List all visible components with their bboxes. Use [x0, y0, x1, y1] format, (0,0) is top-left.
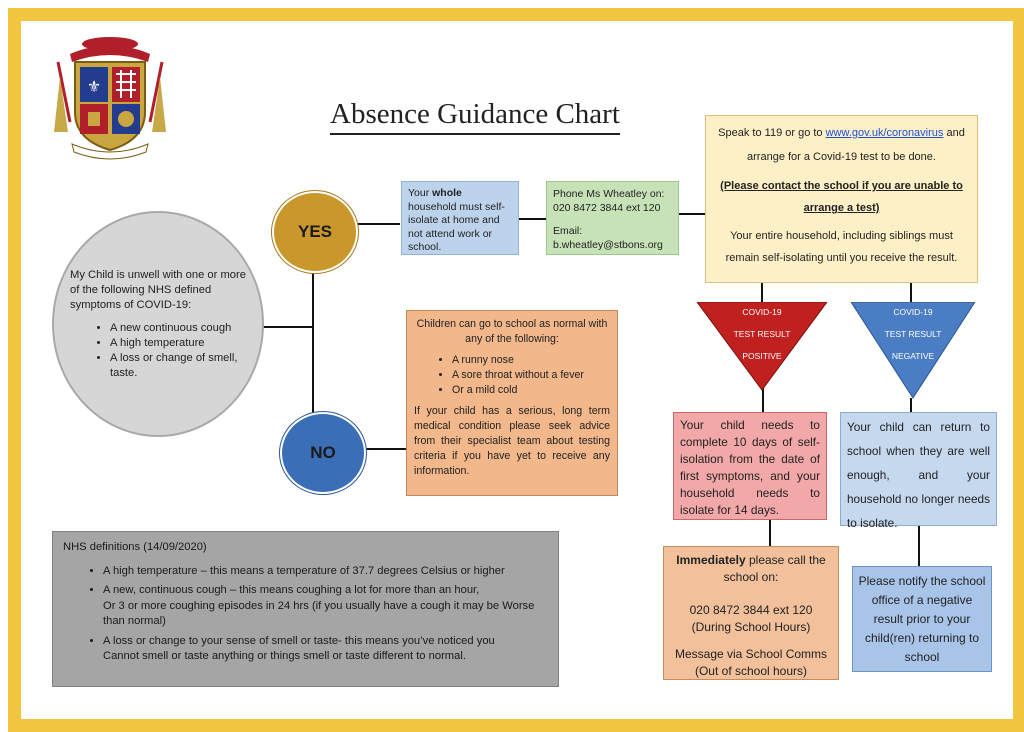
- household-isolate-note: Your entire household, including sibling…: [725, 230, 958, 264]
- positive-result-box: Your child needs to complete 10 days of …: [673, 412, 827, 520]
- household-text-post: household must self-isolate at home and …: [408, 200, 505, 254]
- phone-box: Phone Ms Wheatley on: 020 8472 3844 ext …: [546, 181, 679, 255]
- nhs-item-text: Or 3 or more coughing episodes in 24 hrs…: [103, 599, 535, 628]
- connector: [910, 398, 912, 412]
- negative-label-line: COVID-19: [893, 307, 933, 317]
- speak-text-post: and arrange for a Covid-19 test to be do…: [747, 127, 965, 163]
- connector: [679, 213, 705, 215]
- negative-result-box: Your child can return to school when the…: [840, 412, 997, 530]
- email-label: Email:: [553, 225, 583, 237]
- call-school-box: Immediately please call the school on: 0…: [663, 546, 839, 680]
- nhs-item: A loss or change to your sense of smell …: [103, 634, 548, 665]
- school-comms-note: Message via School Comms: [674, 647, 828, 661]
- negative-label-line: TEST RESULT: [884, 329, 942, 339]
- symptoms-circle: [52, 211, 264, 437]
- coronavirus-link[interactable]: www.gov.uk/coronavirus: [825, 127, 944, 139]
- email-address: b.wheatley@stbons.org: [553, 238, 663, 251]
- children-normal-box: Children can go to school as normal with…: [406, 310, 618, 496]
- symptom-item: A high temperature: [110, 336, 255, 351]
- symptom-item: A new continuous cough: [110, 321, 255, 336]
- school-phone-number: 020 8472 3844 ext 120: [689, 603, 813, 617]
- connector: [519, 218, 546, 220]
- children-item: Or a mild cold: [452, 383, 610, 398]
- connector: [252, 326, 312, 328]
- nhs-item: A high temperature – this means a temper…: [103, 564, 548, 580]
- phone-number: 020 8472 3844 ext 120: [553, 201, 661, 214]
- household-text-pre: Your: [408, 187, 433, 199]
- nhs-item-text: Cannot smell or taste anything or things…: [103, 650, 466, 662]
- school-hours-note: (During School Hours): [691, 620, 811, 634]
- connector: [910, 283, 912, 303]
- symptoms-list: A new continuous cough A high temperatur…: [70, 321, 255, 381]
- household-text-bold: whole: [432, 187, 462, 199]
- connector: [362, 448, 406, 450]
- negative-triangle-label: COVID-19 TEST RESULT NEGATIVE: [868, 301, 958, 367]
- positive-triangle-shape: [697, 302, 827, 391]
- out-of-hours-note: (Out of school hours): [694, 664, 808, 678]
- children-list: A runny nose A sore throat without a fev…: [414, 353, 610, 398]
- children-item: A runny nose: [452, 353, 610, 368]
- negative-triangle-shape: [851, 302, 975, 399]
- speak-text-pre: Speak to 119 or go to: [718, 127, 826, 139]
- nhs-item-text: A loss or change to your sense of smell …: [103, 634, 495, 647]
- connector: [769, 520, 771, 546]
- notify-school-box: Please notify the school office of a neg…: [852, 566, 992, 672]
- children-intro: Children can go to school as normal with…: [416, 318, 608, 345]
- connector: [312, 268, 314, 414]
- symptoms-intro: My Child is unwell with one or more of t…: [70, 269, 246, 311]
- positive-label-line: COVID-19: [742, 307, 782, 317]
- svg-text:⚜: ⚜: [87, 77, 101, 96]
- connector: [761, 283, 763, 303]
- immediately-bold: Immediately: [676, 553, 746, 567]
- nhs-list: A high temperature – this means a temper…: [63, 564, 548, 665]
- connector: [354, 223, 400, 225]
- symptom-item: A loss or change of smell, taste.: [110, 351, 255, 381]
- positive-label-line: POSITIVE: [742, 351, 782, 361]
- yes-node: YES: [272, 191, 358, 273]
- household-box: Your whole household must self-isolate a…: [401, 181, 519, 255]
- nhs-definitions-box: NHS definitions (14/09/2020) A high temp…: [52, 531, 559, 687]
- medical-condition-note: If your child has a serious, long term m…: [414, 405, 610, 477]
- test-instructions-box: Speak to 119 or go to www.gov.uk/coronav…: [705, 115, 978, 283]
- contact-school-note: (Please contact the school if you are un…: [720, 180, 963, 214]
- nhs-item: A new, continuous cough – this means cou…: [103, 583, 548, 630]
- nhs-heading: NHS definitions (14/09/2020): [63, 541, 207, 553]
- children-item: A sore throat without a fever: [452, 368, 610, 383]
- connector: [762, 388, 764, 412]
- negative-label-line: NEGATIVE: [891, 351, 935, 361]
- negative-triangle: [851, 302, 975, 399]
- nhs-item-text: A new, continuous cough – this means cou…: [103, 584, 480, 596]
- positive-label-line: TEST RESULT: [733, 329, 791, 339]
- no-node: NO: [280, 412, 366, 494]
- positive-triangle-label: COVID-19 TEST RESULT POSITIVE: [717, 301, 807, 367]
- symptoms-text: My Child is unwell with one or more of t…: [70, 268, 255, 381]
- school-crest-icon: ⚜: [54, 37, 166, 160]
- nhs-item-text: A high temperature – this means a temper…: [103, 564, 505, 577]
- page-title: Absence Guidance Chart: [330, 98, 620, 135]
- immediately-rest: please call the school on:: [723, 553, 826, 584]
- connector: [918, 526, 920, 566]
- phone-label: Phone Ms Wheatley on:: [553, 188, 665, 200]
- positive-triangle: [697, 302, 827, 391]
